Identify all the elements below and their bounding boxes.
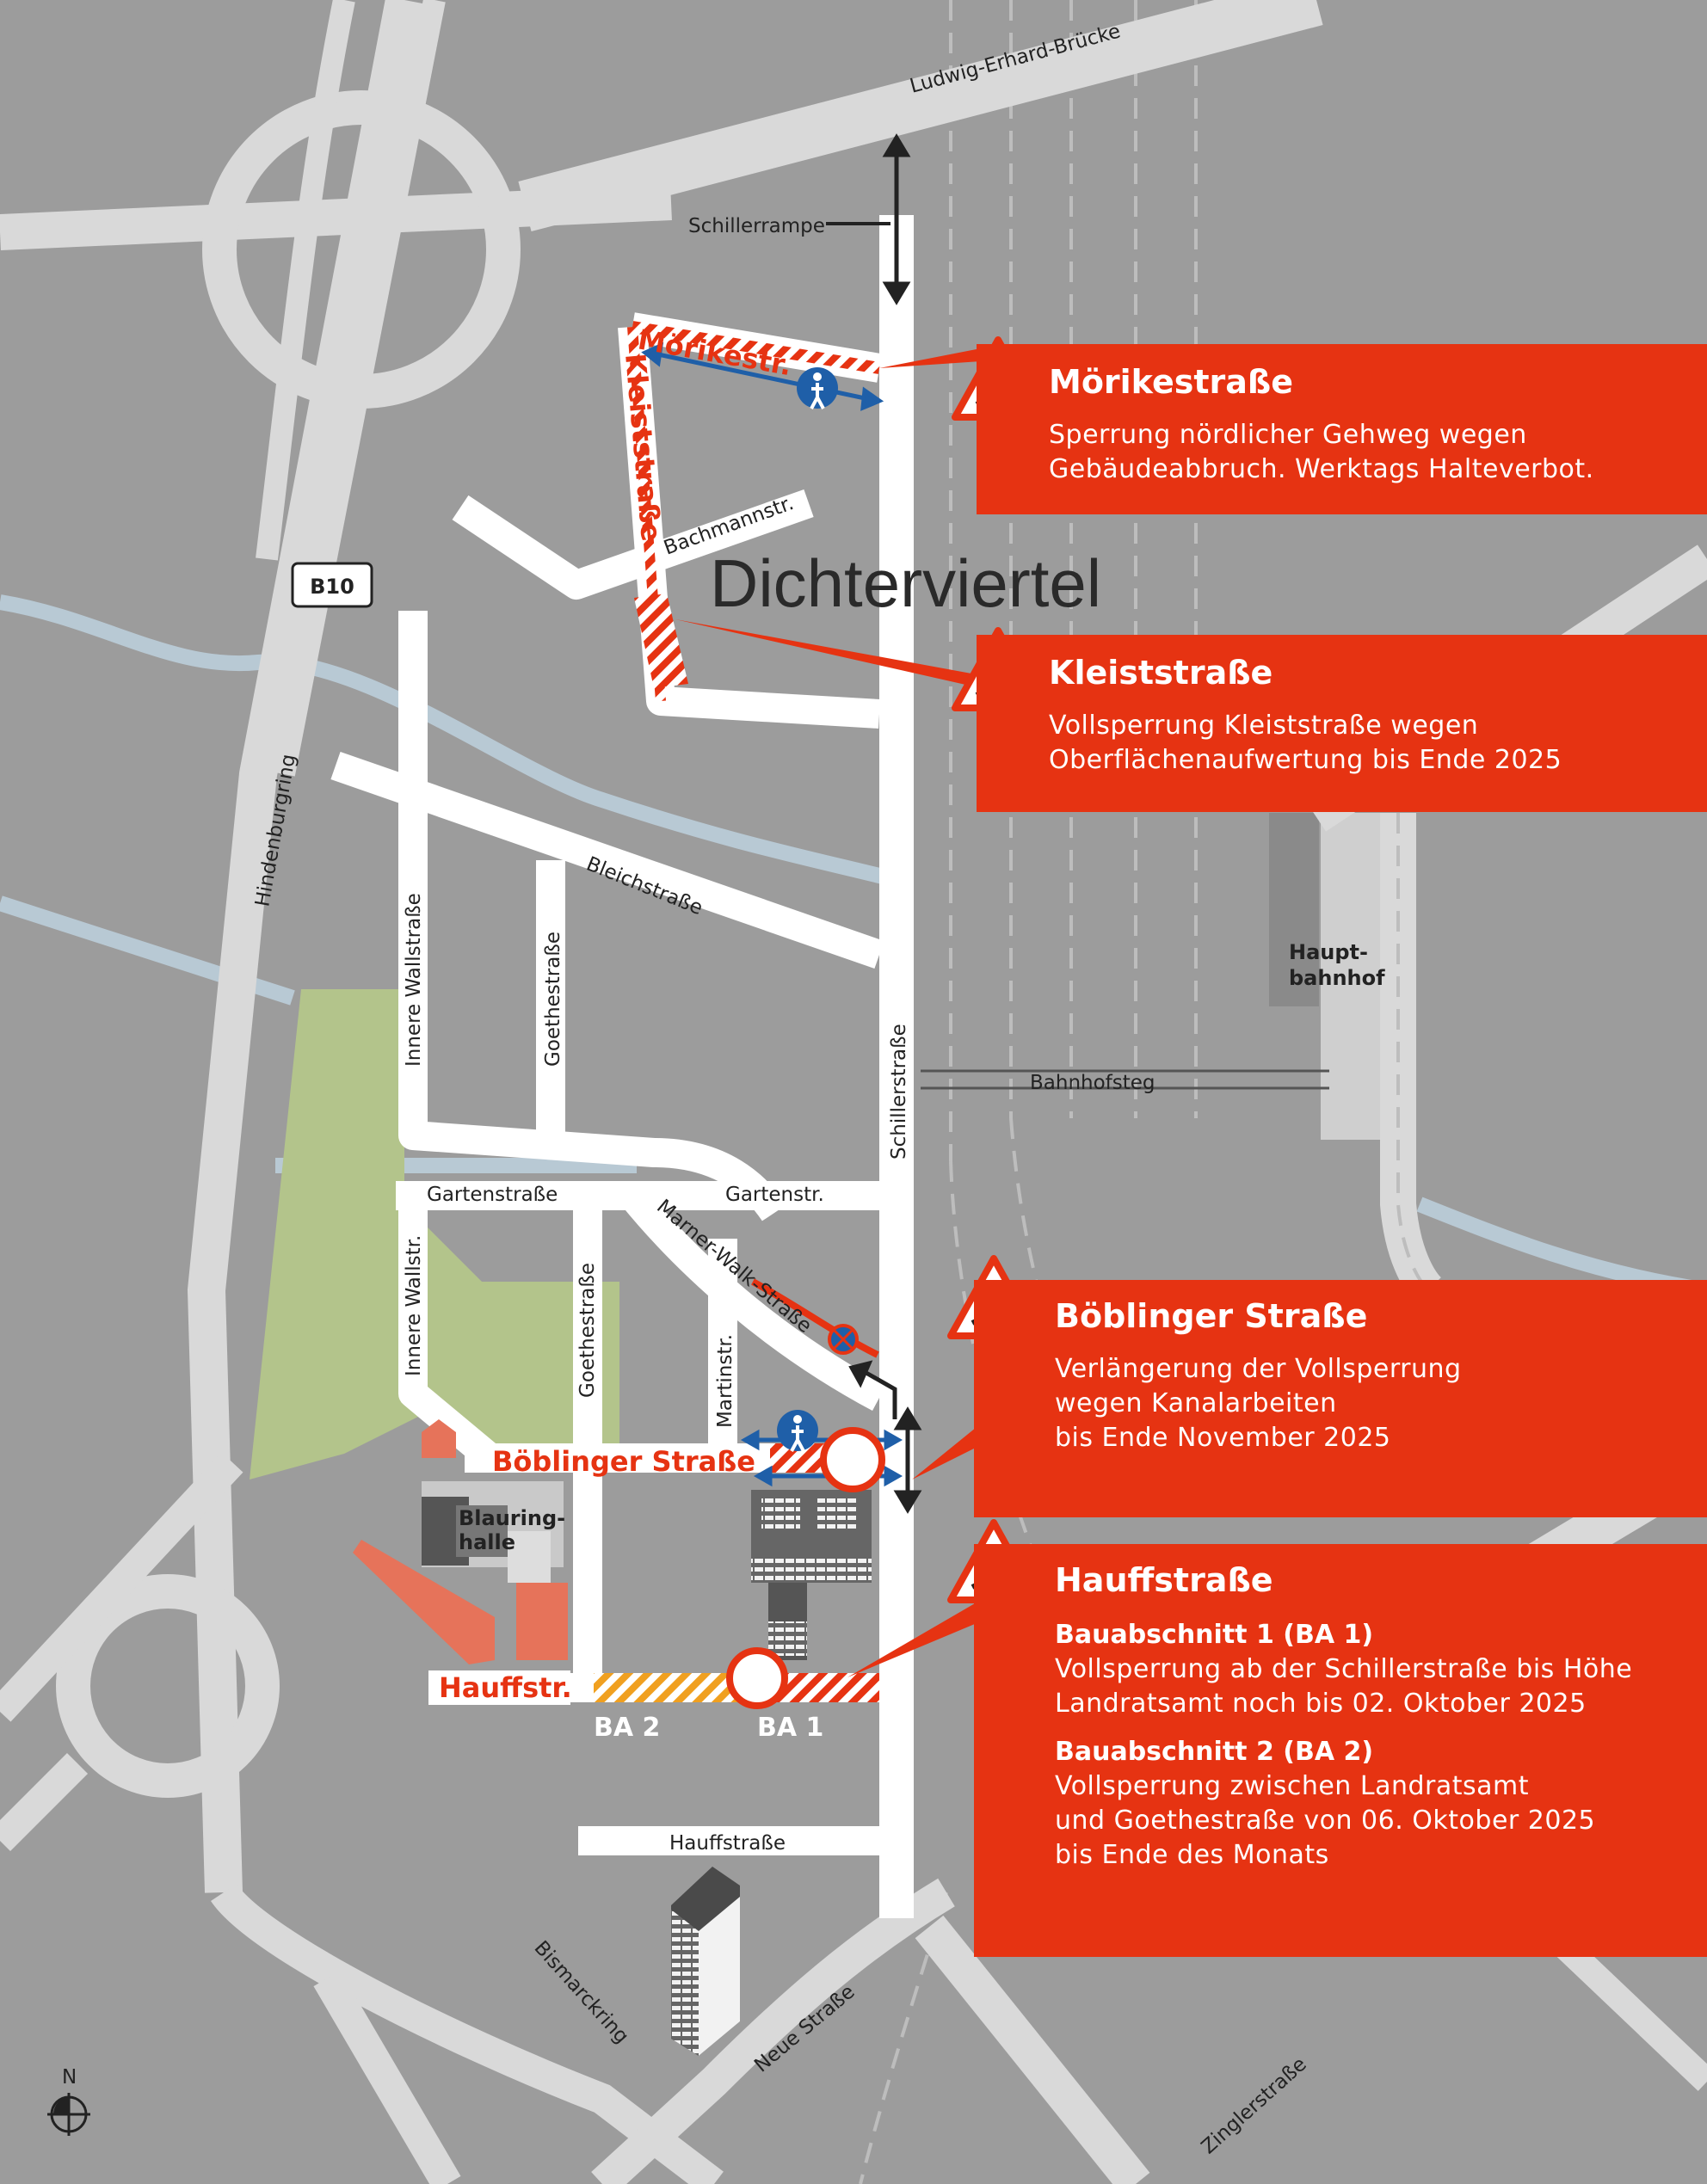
- label-gartenstrasse: Gartenstraße: [427, 1184, 558, 1206]
- north-arrow-icon: N: [47, 2066, 90, 2136]
- traffic-arrows: [848, 133, 922, 1514]
- label-blauringhalle-line-2: halle: [459, 1530, 515, 1554]
- info-text-ba1: Vollsperrung ab der Schillerstraße bis H…: [1055, 1653, 1633, 1719]
- info-box-moerikestrasse: Mörikestraße Sperrung nördlicher Gehweg …: [977, 344, 1707, 514]
- label-schillerstrasse: Schillerstraße: [888, 1024, 910, 1160]
- info-subtitle-ba2: Bauabschnitt 2 (BA 2): [1055, 1736, 1374, 1767]
- district-label: Dichterviertel: [710, 545, 1101, 621]
- no-entry-icon: [820, 1427, 885, 1492]
- label-ba2: BA 2: [594, 1713, 660, 1743]
- info-text-moerikestrasse: Sperrung nördlicher Gehweg wegen Gebäude…: [1049, 419, 1594, 484]
- callout-pointers: [675, 348, 981, 1677]
- label-goethestrasse-north: Goethestraße: [542, 932, 564, 1067]
- bahnhofsteg: [921, 1069, 1329, 1090]
- marner-walk-no-stopping: [751, 1278, 879, 1358]
- label-blauringhalle-line-1: Blauring-: [459, 1506, 565, 1530]
- no-stopping-icon: [828, 1324, 859, 1355]
- label-north: N: [62, 2066, 77, 2089]
- pedestrian-icon: [777, 1410, 818, 1452]
- label-gartenstr: Gartenstr.: [725, 1184, 824, 1206]
- hauffstr-label-bg: [428, 1670, 570, 1705]
- label-boeblinger-strasse: Böblinger Straße: [492, 1445, 755, 1478]
- label-innere-wallstrasse: Innere Wallstraße: [403, 893, 425, 1067]
- pedestrian-icon: [797, 367, 838, 409]
- label-hauffstr: Hauffstr.: [439, 1671, 572, 1704]
- info-text-ba2: Vollsperrung zwischen Landratsamt und Go…: [1055, 1770, 1596, 1870]
- kleist-closure-block: [634, 594, 688, 688]
- b10-label: B10: [310, 575, 354, 599]
- hauff-ba2-closure: [594, 1673, 749, 1702]
- buildings: [353, 1419, 872, 2056]
- info-text-boeblinger-strasse: Verlängerung der Vollsperrung wegen Kana…: [1055, 1353, 1462, 1453]
- info-subtitle-ba1: Bauabschnitt 1 (BA 1): [1055, 1619, 1374, 1650]
- label-hauffstrasse: Hauffstraße: [669, 1832, 786, 1855]
- label-hauptbahnhof-line-1: Haupt-: [1289, 940, 1368, 964]
- label-blauringhalle: Blauring-halle: [459, 1506, 565, 1554]
- info-box-boeblinger-strasse: Böblinger Straße Verlängerung der Vollsp…: [974, 1280, 1707, 1517]
- label-martinstr: Martinstr.: [714, 1334, 736, 1428]
- hauptbahnhof-building: [1321, 813, 1391, 1140]
- park-area: [250, 989, 619, 1480]
- hauptbahnhof-platform: [1269, 813, 1319, 1006]
- label-schillerrampe: Schillerrampe: [688, 215, 825, 237]
- info-box-hauffstrasse: Hauffstraße Bauabschnitt 1 (BA 1) Vollsp…: [974, 1544, 1707, 1957]
- no-entry-icon: [726, 1647, 788, 1709]
- b10-badge: B10: [291, 562, 373, 608]
- info-text-kleiststrasse: Vollsperrung Kleiststraße wegen Oberfläc…: [1049, 710, 1562, 775]
- label-bahnhofsteg: Bahnhofsteg: [1030, 1072, 1155, 1094]
- info-title-kleiststrasse: Kleiststraße: [1049, 654, 1273, 692]
- info-title-boeblinger-strasse: Böblinger Straße: [1055, 1297, 1368, 1335]
- info-title-moerikestrasse: Mörikestraße: [1049, 363, 1293, 401]
- label-innere-wallstr: Innere Wallstr.: [403, 1235, 425, 1376]
- label-hauptbahnhof-line-2: bahnhof: [1289, 966, 1385, 990]
- moerike-closure: [631, 321, 881, 374]
- info-title-hauffstrasse: Hauffstraße: [1055, 1561, 1273, 1599]
- label-goethestrasse-south: Goethestraße: [576, 1263, 599, 1398]
- label-ba1: BA 1: [757, 1713, 823, 1743]
- info-box-kleiststrasse: Kleiststraße Vollsperrung Kleiststraße w…: [977, 635, 1707, 812]
- label-hauptbahnhof: Haupt-bahnhof: [1289, 940, 1385, 990]
